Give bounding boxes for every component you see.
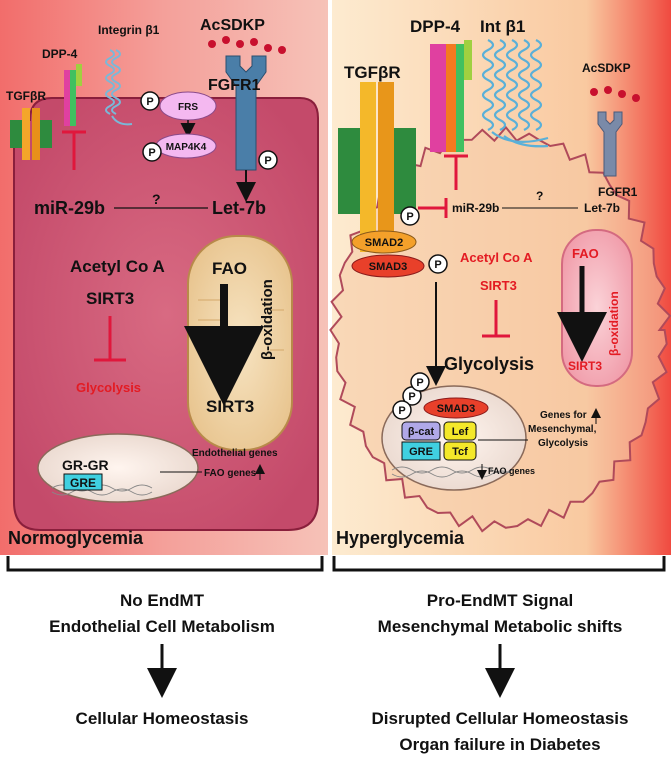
left-grgr-label: GR-GR [62,457,109,473]
right-tgfbr-receptor [338,82,416,252]
left-fgfr1-receptor [225,55,267,171]
right-mito-sirt3-label: SIRT3 [568,359,602,373]
right-acsdkp-molecules [590,86,640,102]
right-beta-oxidation-label: β-oxidation [607,291,621,356]
left-sirt3-label: SIRT3 [86,289,134,308]
right-question-mark: ? [536,189,543,203]
right-bracket [332,556,666,572]
left-let7b-label: Let-7b [212,198,266,218]
right-nuc-phospho-2 [410,372,430,392]
left-condition-label: Normoglycemia [8,528,144,548]
left-fgfr1-label: FGFR1 [208,77,261,94]
right-fgfr1-receptor [597,111,623,177]
left-frs-label: FRS [178,102,198,113]
right-let7b-label: Let-7b [584,201,620,215]
right-sirt3-glycolysis-inhibition [482,300,510,338]
right-smad3-phospho-label: P [434,259,441,271]
right-tgfbr-mir29b-inhibition [418,198,448,218]
right-summary-line2: Mesenchymal Metabolic shifts [378,617,623,636]
right-tgfbr-phospho-label: P [406,211,413,223]
right-smad3-node [351,254,425,278]
left-gre-box [63,473,103,491]
right-smad2-node [351,230,417,254]
left-gre-label: GRE [70,476,96,490]
right-nuc-phospho-3-label: P [398,405,405,417]
right-genes-for-label: Genes for [540,410,587,421]
right-fgfr1-label: FGFR1 [598,185,638,199]
right-dna-strand [391,466,513,478]
right-summary-line1: Pro-EndMT Signal [427,591,573,610]
left-summary-line1: No EndMT [120,591,205,610]
left-summary-line2: Endothelial Cell Metabolism [49,617,275,636]
right-dpp4-receptor [430,40,472,152]
right-sirt3-label: SIRT3 [480,278,517,293]
right-nuc-phospho-1-label: P [408,391,415,403]
left-sirt3-glycolysis-inhibition [94,316,126,362]
left-mito-sirt3-label: SIRT3 [206,397,254,416]
right-gre-box [401,441,441,461]
right-lef-box [443,421,477,441]
left-map4k4-label: MAP4K4 [166,142,207,153]
left-beta-oxidation-label: β-oxidation [259,279,276,360]
left-fao-genes-label: FAO genes [204,468,257,479]
left-integrin-receptor [105,49,133,126]
left-tgfbr-receptor [10,108,52,160]
right-mesenchymal-label: Mesenchymal, [528,424,597,435]
right-smad3-label: SMAD3 [369,261,408,273]
left-dpp4-receptor [64,64,82,126]
right-bcat-label: β-cat [408,426,435,438]
left-outcome-label: Cellular Homeostasis [76,709,249,728]
left-frs-phospho-label: P [146,96,153,108]
right-tgfbr-phospho [400,206,420,226]
right-fao-label: FAO [572,246,599,261]
left-bracket [6,556,324,572]
left-tgfbr-label: TGFβR [6,89,46,103]
right-glycolysis-label: Glycolysis [444,354,534,374]
right-outcome-line1: Disrupted Cellular Homeostasis [372,709,629,728]
right-nuc-smad3-label: SMAD3 [437,403,476,415]
right-acetyl-coa-label: Acetyl Co A [460,250,533,265]
left-acsdkp-molecules [208,36,286,54]
left-dpp4-label: DPP-4 [42,47,78,61]
left-glycolysis-label: Glycolysis [76,380,141,395]
left-endothelial-genes-label: Endothelial genes [192,448,278,459]
right-int-label: Int β1 [480,17,525,36]
right-fao-genes-label: FAO genes [488,466,535,476]
right-gre-label: GRE [409,446,433,458]
left-panel: TGFβR DPP-4 Integrin β1 AcSDKP FGFR1 FRS [0,0,328,555]
right-integrin-receptor [481,39,549,148]
right-tcf-label: Tcf [452,446,468,458]
left-acsdkp-label: AcSDKP [200,17,265,34]
left-mir29b-label: miR-29b [34,198,105,218]
right-dpp4-inhibition [444,154,468,190]
right-smad2-label: SMAD2 [365,237,404,249]
left-acetyl-coa-label: Acetyl Co A [70,257,165,276]
right-bcat-box [401,421,441,441]
left-map4k4-phospho-label: P [148,147,155,159]
left-fgfr1-phospho [258,150,278,170]
right-tcf-box [443,441,477,461]
right-outcome-line2: Organ failure in Diabetes [399,735,600,754]
right-lef-label: Lef [452,426,469,438]
left-question-mark: ? [152,191,161,207]
left-fao-label: FAO [212,259,247,278]
right-nuc-phospho-3 [392,400,412,420]
right-smad3-phospho [428,254,448,274]
left-integrin-label: Integrin β1 [98,23,160,37]
left-fgfr1-phospho-label: P [264,155,271,167]
left-map4k4-phospho [142,142,162,162]
right-acsdkp-label: AcSDKP [582,61,631,75]
right-nuc-smad3-node [423,397,489,419]
right-nuc-phospho-2-label: P [416,377,423,389]
right-glycolysis-genes-label: Glycolysis [538,438,588,449]
right-mir29b-label: miR-29b [452,201,499,215]
right-tgfbr-label: TGFβR [344,63,401,82]
right-panel: TGFβR DPP-4 Int β1 AcSDKP FGF [328,0,671,555]
right-dpp4-label: DPP-4 [410,17,461,36]
right-condition-label: Hyperglycemia [336,528,465,548]
left-dpp4-inhibition [62,130,86,170]
left-frs-phospho [140,91,160,111]
